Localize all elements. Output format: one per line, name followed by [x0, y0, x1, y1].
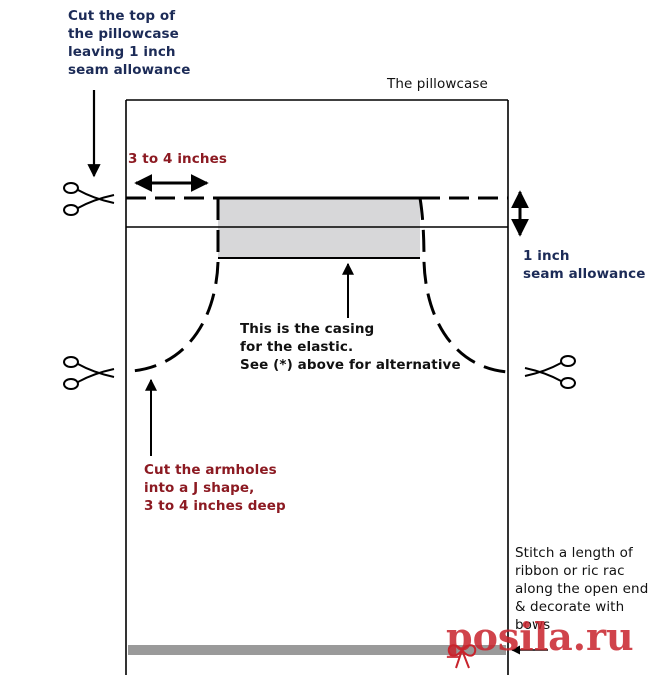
- seam-line-2: seam allowance: [523, 266, 646, 282]
- casing-line-2: for the elastic.: [240, 339, 354, 355]
- right-armhole-cut: [418, 197, 509, 374]
- stitch-line-5: bows: [515, 617, 551, 633]
- scissors-icon: [524, 355, 576, 389]
- bow-icon: [447, 644, 477, 669]
- scissors-icon: [63, 182, 115, 216]
- pillowcase-outline: [125, 99, 509, 675]
- casing-line-3: See (*) above for alternative: [240, 357, 461, 373]
- armholes-line-1: Cut the armholes: [144, 462, 277, 478]
- casing-line-1: This is the casing: [240, 321, 375, 337]
- stitch-line-1: Stitch a length of: [515, 545, 633, 561]
- seam-line-1: 1 inch: [523, 248, 570, 264]
- stitch-line-4: & decorate with: [515, 599, 625, 615]
- cut-top-line-4: seam allowance: [68, 62, 191, 78]
- cut-top-line-1: Cut the top of: [68, 8, 176, 24]
- seam-allowance-label: 1 inch seam allowance: [523, 247, 645, 283]
- stitch-line-2: ribbon or ric rac: [515, 563, 625, 579]
- armholes-line-2: into a J shape,: [144, 480, 255, 496]
- watermark: posila.ru: [446, 614, 634, 659]
- scissors-icon: [63, 356, 115, 390]
- armholes-label: Cut the armholes into a J shape, 3 to 4 …: [144, 461, 286, 515]
- ribbon-strip: [128, 645, 506, 655]
- cut-top-label: Cut the top of the pillowcase leaving 1 …: [68, 7, 190, 79]
- pillowcase-title: The pillowcase: [387, 76, 488, 92]
- width-label: 3 to 4 inches: [128, 151, 227, 167]
- armholes-line-3: 3 to 4 inches deep: [144, 498, 286, 514]
- stitch-line-3: along the open end: [515, 581, 649, 597]
- casing-label: This is the casing for the elastic. See …: [240, 320, 461, 374]
- left-armhole-cut: [131, 198, 220, 373]
- cut-top-line-2: the pillowcase: [68, 26, 179, 42]
- elastic-casing: [218, 198, 420, 258]
- stitch-label: Stitch a length of ribbon or ric rac alo…: [515, 544, 648, 634]
- cut-top-line-3: leaving 1 inch: [68, 44, 176, 60]
